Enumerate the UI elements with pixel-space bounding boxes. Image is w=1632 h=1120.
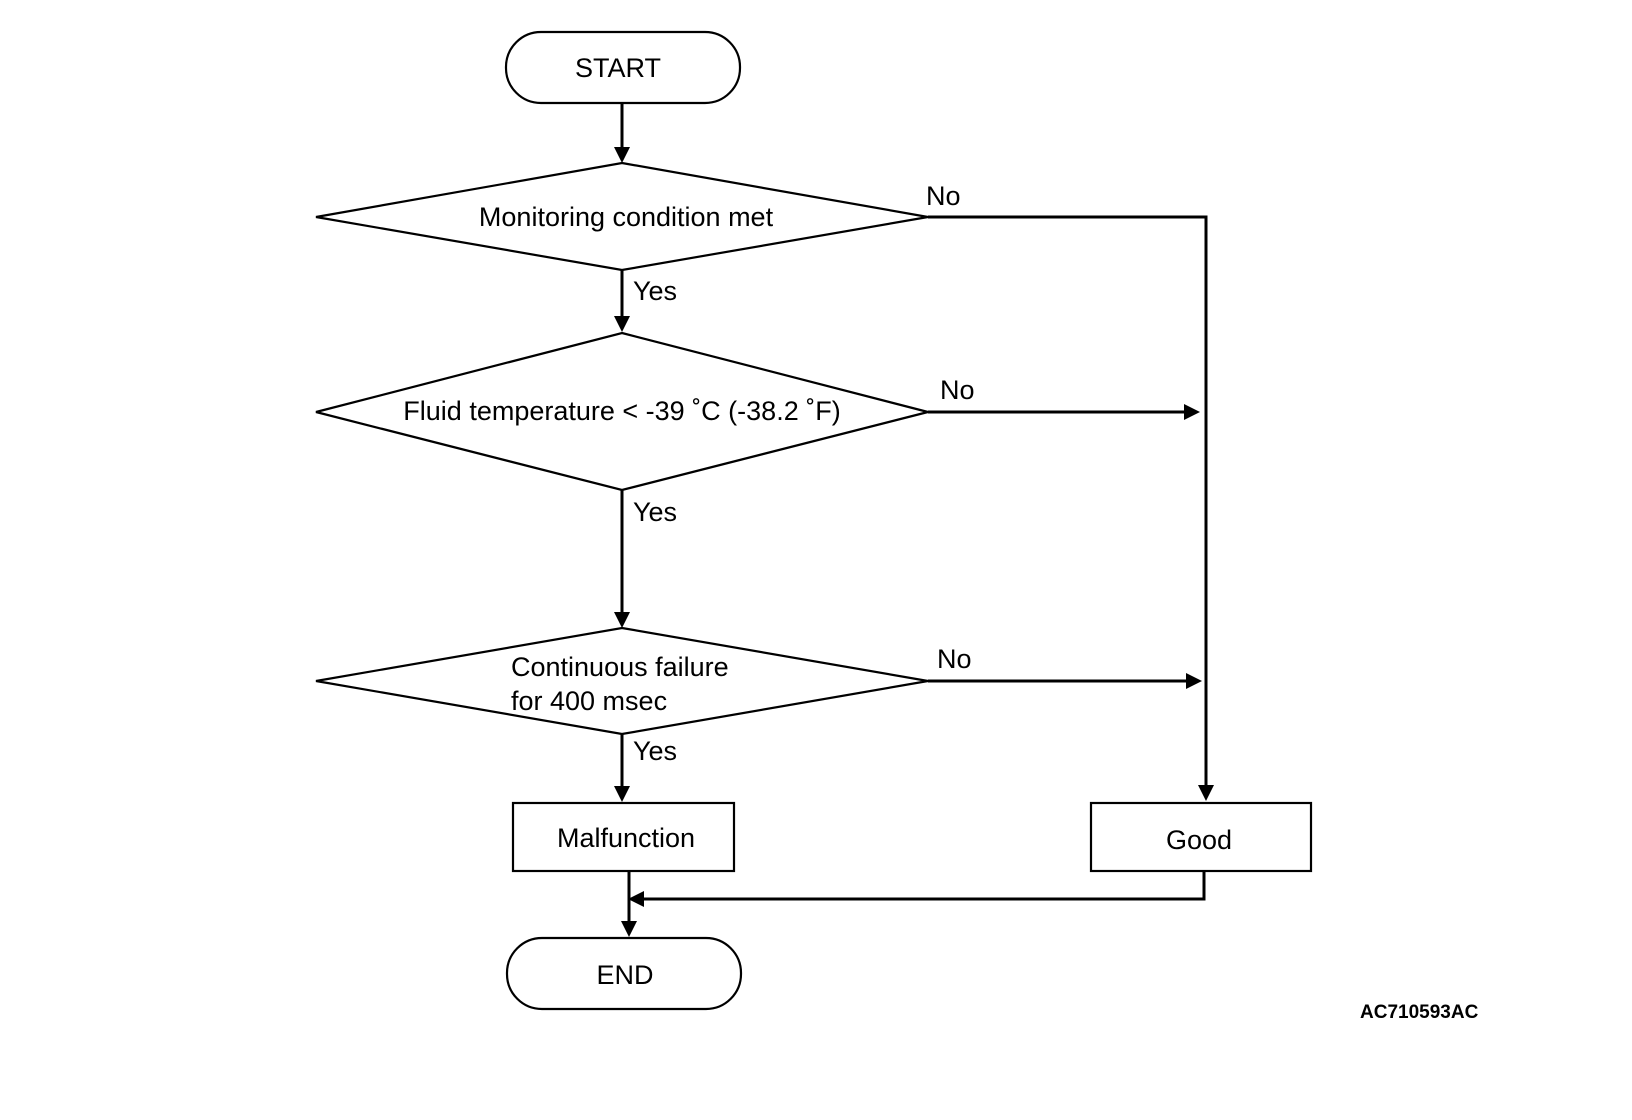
decision-continuous-failure: Continuous failure for 400 msec: [315, 626, 929, 736]
connector-decision2-no: No: [928, 375, 1200, 420]
decision2-no-label: No: [940, 375, 975, 405]
connector-malfunction-to-end: [621, 871, 637, 937]
decision2-label: Fluid temperature < -39 ˚C (-38.2 ˚F): [403, 396, 840, 426]
decision3-yes-label: Yes: [633, 736, 677, 766]
start-label: START: [575, 53, 661, 83]
start-node: START: [504, 30, 742, 105]
decision3-label-line1: Continuous failure: [511, 652, 729, 682]
connector-decision1-no: No: [926, 181, 1214, 801]
decision-monitoring-condition: Monitoring condition met: [315, 161, 929, 272]
end-label: END: [596, 960, 653, 990]
malfunction-label: Malfunction: [557, 823, 695, 853]
malfunction-box: Malfunction: [511, 801, 736, 873]
good-label: Good: [1166, 825, 1232, 855]
decision2-yes-label: Yes: [633, 497, 677, 527]
decision1-yes-label: Yes: [633, 276, 677, 306]
connector-start-to-decision1: [614, 103, 630, 163]
connector-decision3-yes: Yes: [614, 734, 677, 802]
decision-fluid-temperature: Fluid temperature < -39 ˚C (-38.2 ˚F): [315, 331, 929, 492]
good-box: Good: [1089, 801, 1313, 873]
decision3-label-line2: for 400 msec: [511, 686, 667, 716]
connector-decision3-no: No: [928, 644, 1202, 689]
end-node: END: [505, 936, 743, 1011]
decision3-no-label: No: [937, 644, 972, 674]
figure-code: AC710593AC: [1360, 1002, 1479, 1023]
connector-decision2-yes: Yes: [614, 490, 677, 628]
connector-decision1-yes: Yes: [614, 270, 677, 332]
decision1-label: Monitoring condition met: [479, 202, 774, 232]
connector-good-to-end: [628, 871, 1206, 907]
decision1-no-label: No: [926, 181, 961, 211]
